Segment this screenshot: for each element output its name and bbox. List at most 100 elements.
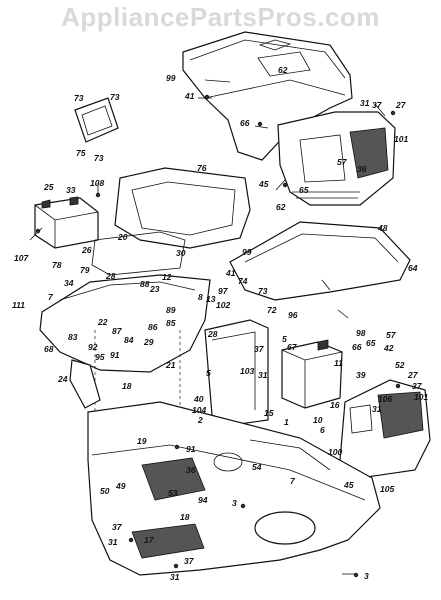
callout-31: 31: [258, 370, 268, 380]
upper-grille: [277, 111, 396, 206]
callout-37: 37: [184, 556, 195, 566]
callout-101: 101: [414, 392, 428, 402]
battery: [34, 196, 99, 249]
watermark: AppliancePartsPros.com: [61, 2, 380, 32]
callout-99: 99: [242, 247, 252, 257]
callout-91: 91: [110, 350, 120, 360]
callout-36: 36: [186, 465, 196, 475]
callout-76: 76: [197, 163, 207, 173]
callout-37: 37: [112, 522, 123, 532]
callout-31: 31: [170, 572, 180, 582]
mud-flap: [69, 359, 101, 409]
front-nose: [339, 379, 431, 479]
callout-107: 107: [14, 253, 29, 263]
callout-30: 30: [176, 248, 186, 258]
callout-45: 45: [343, 480, 354, 490]
callout-5: 5: [206, 368, 211, 378]
callout-50: 50: [100, 486, 110, 496]
callout-20: 20: [117, 232, 128, 242]
callout-103: 103: [240, 366, 254, 376]
callout-83: 83: [68, 332, 78, 342]
callout-75: 75: [76, 148, 86, 158]
callout-25: 25: [43, 182, 54, 192]
callout-54: 54: [252, 462, 262, 472]
callout-72: 72: [267, 305, 277, 315]
callout-97: 97: [218, 286, 229, 296]
callout-104: 104: [192, 405, 206, 415]
callout-2: 2: [197, 415, 203, 425]
seat-bracket: [74, 97, 119, 143]
callout-99: 99: [166, 73, 176, 83]
callout-33: 33: [66, 185, 76, 195]
callout-22: 22: [97, 317, 108, 327]
callout-18: 18: [122, 381, 132, 391]
callout-89: 89: [166, 305, 176, 315]
callout-3: 3: [232, 498, 237, 508]
callout-74: 74: [238, 276, 248, 286]
callout-105: 105: [380, 484, 394, 494]
callout-37: 37: [412, 381, 423, 391]
callout-1: 1: [284, 417, 289, 427]
callout-11: 11: [334, 358, 343, 368]
callout-98: 98: [356, 328, 366, 338]
callout-31: 31: [360, 98, 370, 108]
callout-73: 73: [94, 153, 104, 163]
callout-68: 68: [44, 344, 54, 354]
callout-8: 8: [198, 292, 203, 302]
callout-26: 26: [81, 245, 92, 255]
callout-31: 31: [108, 537, 118, 547]
rear-fender: [39, 231, 211, 430]
callout-87: 87: [112, 326, 123, 336]
callout-40: 40: [193, 394, 204, 404]
callout-13: 13: [206, 294, 216, 304]
callout-23: 23: [149, 284, 160, 294]
callout-12: 12: [162, 272, 172, 282]
callout-86: 86: [148, 322, 158, 332]
callout-111: 111: [12, 300, 25, 310]
callout-52: 52: [395, 360, 405, 370]
callout-67: 67: [287, 342, 298, 352]
callout-101: 101: [394, 134, 408, 144]
callout-88: 88: [140, 279, 150, 289]
callout-41: 41: [225, 268, 236, 278]
callout-84: 84: [124, 335, 134, 345]
callout-7: 7: [290, 476, 296, 486]
callout-39: 39: [356, 370, 366, 380]
callout-78: 78: [52, 260, 62, 270]
callout-66: 66: [352, 342, 362, 352]
callout-15: 15: [264, 408, 274, 418]
callout-62: 62: [276, 202, 286, 212]
chassis-frame: [87, 401, 381, 576]
callout-21: 21: [165, 360, 176, 370]
fuel-tank: [281, 339, 343, 409]
callout-16: 16: [330, 400, 340, 410]
callout-37: 37: [254, 344, 265, 354]
callout-27: 27: [407, 370, 419, 380]
callout-96: 96: [288, 310, 298, 320]
callout-labels: 62 99 41 31 37 27 101 66 57 36 45 65 73 …: [12, 65, 428, 582]
callout-102: 102: [216, 300, 230, 310]
callout-6: 6: [320, 425, 325, 435]
callout-49: 49: [115, 481, 126, 491]
leader-lines: [29, 79, 386, 575]
callout-66: 66: [240, 118, 250, 128]
callout-27: 27: [395, 100, 407, 110]
callout-92: 92: [88, 342, 98, 352]
callout-37: 37: [372, 100, 383, 110]
callout-41: 41: [184, 91, 195, 101]
callout-91: 91: [186, 444, 196, 454]
callout-5: 5: [282, 334, 287, 344]
callout-31: 31: [372, 404, 382, 414]
callout-19: 19: [137, 436, 147, 446]
callout-42: 42: [383, 343, 394, 353]
callout-64: 64: [408, 263, 418, 273]
callout-94: 94: [198, 495, 208, 505]
callout-48: 48: [377, 223, 388, 233]
callout-53: 53: [168, 488, 178, 498]
callout-73: 73: [74, 93, 84, 103]
callout-73: 73: [258, 286, 268, 296]
seat: [114, 167, 251, 249]
callout-57: 57: [386, 330, 397, 340]
callout-79: 79: [80, 265, 90, 275]
